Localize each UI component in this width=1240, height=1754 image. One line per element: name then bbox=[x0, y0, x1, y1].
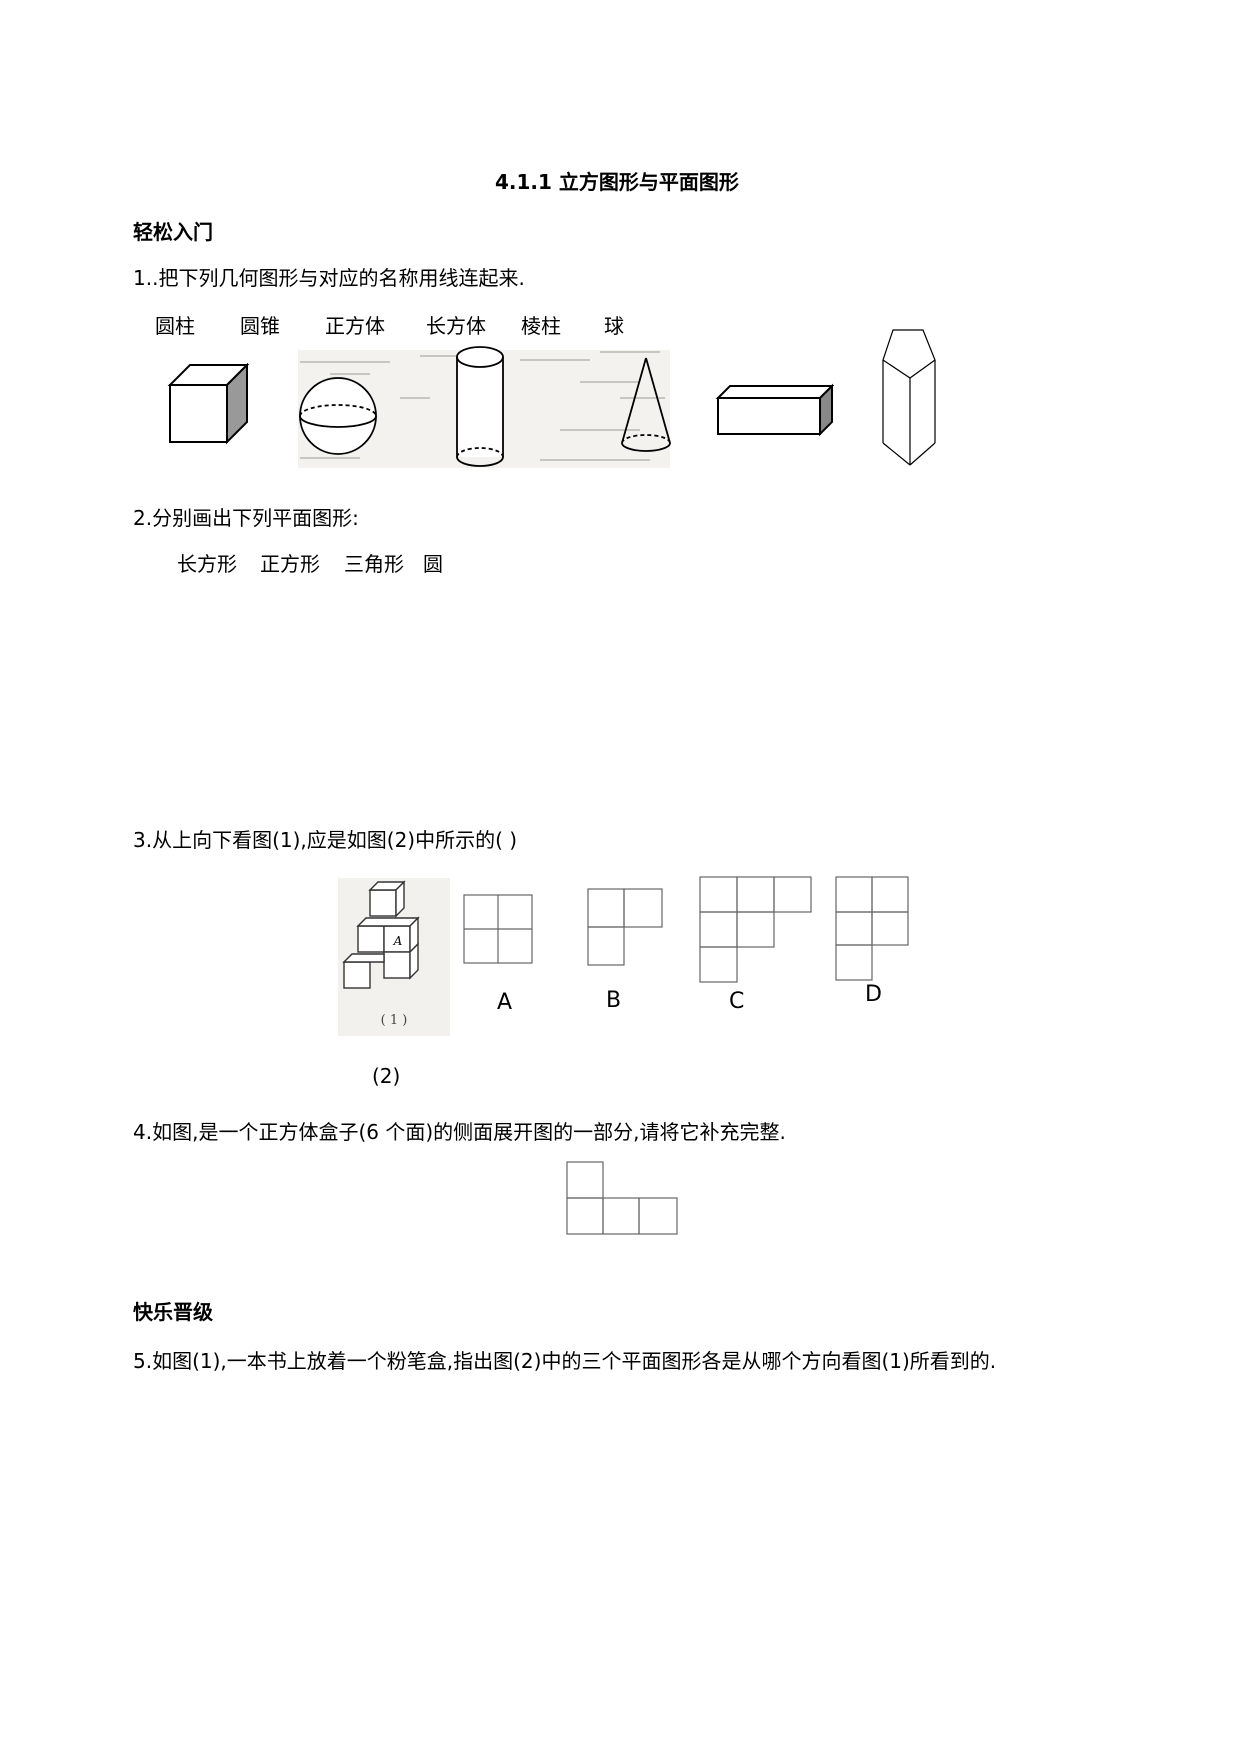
question-2: 2.分别画出下列平面图形: bbox=[133, 506, 359, 530]
plane-shape-rectangle: 长方形 bbox=[177, 552, 237, 576]
option-d-grid bbox=[835, 876, 909, 981]
shape-name-cuboid: 长方体 bbox=[426, 314, 486, 338]
section-heading-advanced: 快乐晋级 bbox=[133, 1300, 213, 1324]
cylinder-figure bbox=[456, 346, 504, 467]
option-c-label: C bbox=[729, 989, 745, 1014]
scan-text-noise bbox=[300, 351, 665, 461]
sphere-figure bbox=[299, 377, 377, 455]
cube-face-label: A bbox=[393, 934, 403, 948]
cuboid-figure bbox=[715, 383, 835, 437]
shape-name-cone: 圆锥 bbox=[240, 314, 280, 338]
plane-shape-circle: 圆 bbox=[423, 552, 443, 576]
cube-net-partial-figure bbox=[566, 1161, 678, 1235]
option-b-label: B bbox=[606, 988, 622, 1013]
question-3: 3.从上向下看图(1),应是如图(2)中所示的( ) bbox=[133, 828, 518, 852]
q3-fig1-caption: ( 1 ) bbox=[381, 1013, 408, 1028]
question-1: 1..把下列几何图形与对应的名称用线连起来. bbox=[133, 266, 525, 290]
q3-options-figure bbox=[463, 876, 909, 983]
shape-name-prism: 棱柱 bbox=[521, 314, 561, 338]
stacked-cubes-figure: A ( 1 ) bbox=[342, 880, 420, 1028]
shape-name-cylinder: 圆柱 bbox=[155, 314, 195, 338]
prism-figure bbox=[882, 329, 936, 466]
option-a-grid bbox=[463, 894, 533, 964]
cube-figure bbox=[167, 362, 250, 445]
option-c-grid bbox=[699, 876, 812, 983]
q1-shapes-figure bbox=[167, 329, 936, 468]
page-title: 4.1.1 立方图形与平面图形 bbox=[495, 170, 739, 194]
cone-figure bbox=[621, 357, 671, 452]
shape-name-cube: 正方体 bbox=[325, 314, 385, 338]
option-b-grid bbox=[587, 888, 663, 966]
shape-name-sphere: 球 bbox=[604, 314, 624, 338]
plane-shape-square: 正方形 bbox=[260, 552, 320, 576]
option-a-label: A bbox=[497, 990, 513, 1015]
section-heading-easy: 轻松入门 bbox=[133, 220, 213, 244]
question-5: 5.如图(1),一本书上放着一个粉笔盒,指出图(2)中的三个平面图形各是从哪个方… bbox=[133, 1349, 997, 1373]
q3-fig2-caption: (2) bbox=[372, 1064, 401, 1088]
question-4: 4.如图,是一个正方体盒子(6 个面)的侧面展开图的一部分,请将它补充完整. bbox=[133, 1120, 786, 1144]
plane-shape-triangle: 三角形 bbox=[344, 552, 404, 576]
option-d-label: D bbox=[865, 982, 882, 1007]
